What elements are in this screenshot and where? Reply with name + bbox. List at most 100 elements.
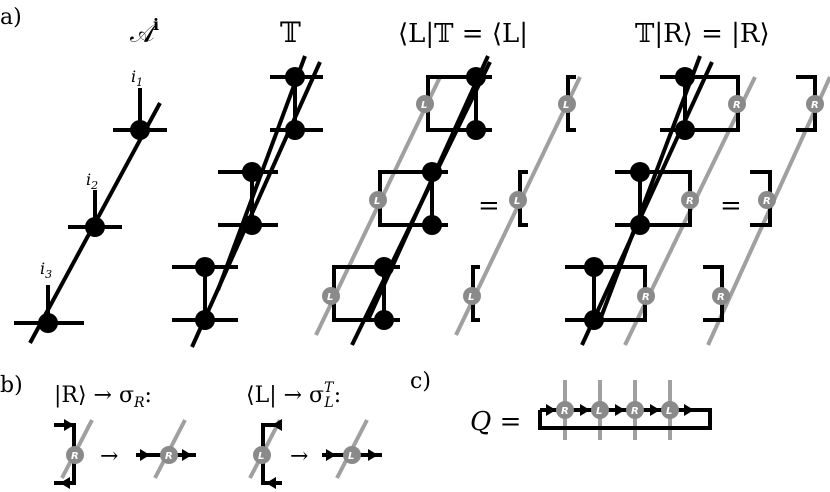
tensor-node (466, 120, 486, 140)
tensor-node (675, 120, 695, 140)
title-left-eigen-equation: ⟨L|𝕋 = ⟨L| (398, 19, 528, 49)
R-node (66, 446, 84, 464)
right-eigen-black (565, 55, 817, 346)
tensor-node (422, 215, 442, 235)
panel-label-c: c) (410, 369, 431, 394)
Q-loop-diagram: R L R L (538, 380, 712, 440)
loop-arrow-heads (546, 404, 694, 416)
R-node (728, 95, 746, 113)
R-node-rhs (712, 287, 730, 305)
R-node-label: R (811, 100, 819, 111)
L-node-label: L (374, 196, 380, 207)
Q-equals: Q = (470, 407, 521, 437)
tensor-node (630, 162, 650, 182)
Q-node-L (591, 401, 609, 419)
tensor-node (85, 217, 105, 237)
tensor-node (675, 67, 695, 87)
maps-to-arrow: → (290, 444, 308, 469)
R-node-label: R (642, 292, 650, 303)
sigma-L-diagram: L (322, 419, 382, 479)
left-eigen-nodes (374, 67, 486, 330)
L-node-label: L (514, 196, 520, 207)
tensor-node (374, 257, 394, 277)
equals-sign-left: = (478, 191, 500, 221)
L-node (416, 95, 434, 113)
L-node-label: L (468, 292, 474, 303)
R-node-label: R (71, 451, 79, 462)
sigma-R-diagram: R (136, 419, 196, 479)
L-node-rhs (463, 287, 481, 305)
title-A-i: 𝒜 i (130, 15, 159, 49)
equals-sign-right: = (720, 191, 742, 221)
site-index-labels: i1 i2 i3 (40, 67, 143, 281)
maps-to-arrow: → (100, 444, 118, 469)
lower-bond-line (580, 61, 714, 346)
tensor-node (584, 257, 604, 277)
tensor-node (242, 215, 262, 235)
L-node-label: L (563, 100, 569, 111)
tensor-node (130, 120, 150, 140)
lower-bond-line (350, 61, 492, 346)
arrow-head (64, 419, 74, 431)
arrow-head (272, 419, 282, 431)
site-index-1: i1 (131, 67, 143, 89)
Q-node-L (661, 401, 679, 419)
Q-node-R (556, 401, 574, 419)
panel-label-a: a) (0, 5, 22, 30)
arrow-head (266, 477, 276, 489)
title-A-symbol: 𝒜 (130, 19, 157, 49)
site-index-2: i2 (86, 170, 98, 192)
L-node (343, 446, 361, 464)
tensor-node (195, 310, 215, 330)
arrow-head (140, 449, 150, 461)
R-node-label: R (686, 196, 694, 207)
R-node (160, 446, 178, 464)
transfer-matrix-T (172, 55, 323, 348)
Q-node-label: R (631, 406, 639, 417)
tensor-node (422, 162, 442, 182)
L-node-label: L (327, 292, 333, 303)
R-node-label: R (717, 292, 725, 303)
L-node-rhs (558, 95, 576, 113)
L-node-label: L (421, 100, 427, 111)
tensor-node (630, 215, 650, 235)
R-node (681, 191, 699, 209)
Q-node-label: L (596, 406, 602, 417)
arrow-head (326, 449, 336, 461)
R-node-rhs (758, 191, 776, 209)
Q-node-label: L (666, 406, 672, 417)
L-node-label: L (258, 451, 264, 462)
arrow-head (60, 477, 70, 489)
mps-nodes (38, 120, 150, 333)
arrow-head (182, 449, 192, 461)
rule-L-diagram: L (248, 419, 282, 489)
tensor-node (466, 67, 486, 87)
lower-bond-line (190, 61, 322, 348)
R-node-label: R (733, 100, 741, 111)
title-T: 𝕋 (280, 16, 301, 49)
tensor-node (374, 310, 394, 330)
R-nodes: R R R R R R (637, 95, 824, 305)
rule-R-diagram: R (54, 419, 94, 489)
L-nodes: L L L L L L (322, 95, 576, 305)
L-node (253, 446, 271, 464)
L-node-label: L (348, 451, 354, 462)
R-node-rhs (806, 95, 824, 113)
R-node (637, 287, 655, 305)
L-node-rhs (509, 191, 527, 209)
arrow-head (368, 449, 378, 461)
tensor-node (242, 162, 262, 182)
tensor-node (195, 257, 215, 277)
right-eigen-nodes (584, 67, 695, 330)
transfer-matrix-nodes (195, 67, 305, 330)
left-eigen-gray-lines (314, 76, 582, 336)
tensor-node (285, 120, 305, 140)
title-A-superscript: i (153, 15, 159, 34)
Q-node-R (626, 401, 644, 419)
L-node (369, 191, 387, 209)
title-right-eigen-equation: 𝕋|R⟩ = |R⟩ (635, 19, 770, 49)
Q-node-label: R (561, 406, 569, 417)
site-index-3: i3 (40, 259, 52, 281)
